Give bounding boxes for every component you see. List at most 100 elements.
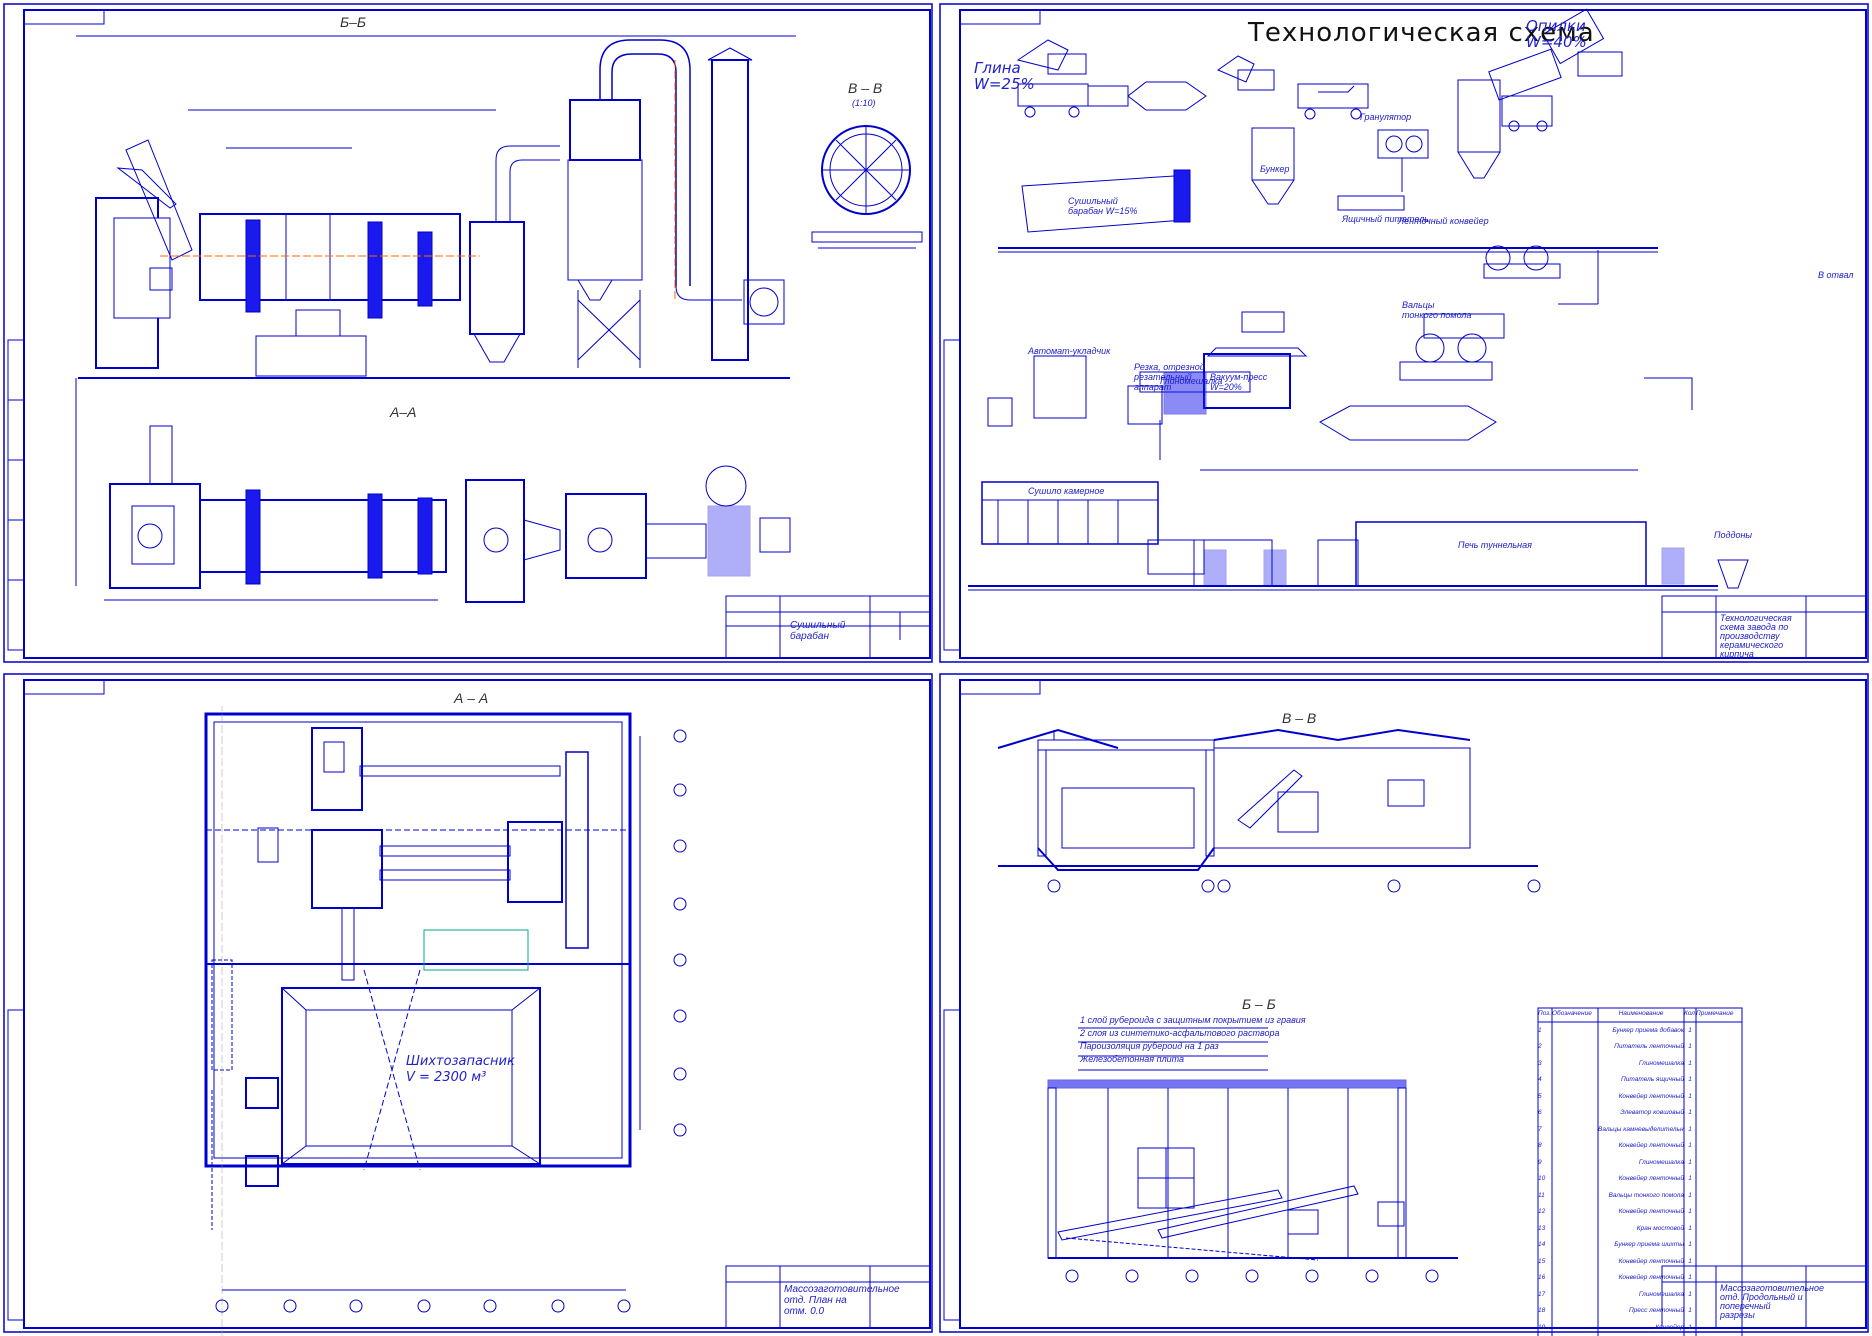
to-warehouse-label: В отвал (1818, 270, 1854, 280)
spec-cell: 1 (1688, 1026, 1692, 1034)
spec-cell: 1 (1688, 1241, 1692, 1249)
sheet-process-flow: Технологическая схема Глина W=25% Опилки… (938, 0, 1872, 666)
section-vv-label: В – В (848, 80, 883, 96)
plan-drawing (3, 673, 933, 1336)
spec-header-cell: Поз. (1538, 1010, 1552, 1017)
kiln-label: Печь туннельная (1458, 540, 1532, 550)
spec-cell: 17 (1538, 1290, 1546, 1298)
spec-header-cell: Кол. (1684, 1010, 1697, 1017)
plan-section-label: А – А (454, 690, 489, 706)
spec-cell: 1 (1688, 1290, 1692, 1298)
clay-label: Глина W=25% (974, 59, 1035, 93)
spec-cell: 15 (1538, 1257, 1546, 1265)
spec-cell: 12 (1538, 1208, 1546, 1216)
spec-cell: 1 (1688, 1257, 1692, 1265)
roof-layer: Пароизоляция рубероид на 1 раз (1080, 1041, 1219, 1051)
box-feeder-label: Ящичный питатель (1342, 214, 1429, 224)
storage-label: Шихтозапасник V = 2300 м³ (406, 1054, 515, 1085)
spec-cell: 1 (1688, 1208, 1692, 1216)
sheet-plan: А – А Шихтозапасник V = 2300 м³ Массозаг… (0, 670, 936, 1336)
cutter-label: Резка, отрезной резательный аппарат (1134, 362, 1205, 392)
spec-row: 10 Конвейер ленточный 1 (1538, 1171, 1742, 1188)
spec-cell: 19 (1538, 1323, 1546, 1331)
process-title: Технологическая схема (1248, 18, 1595, 48)
spec-cell: Вальцы тонкого помола (1608, 1191, 1684, 1199)
spec-cell: 11 (1538, 1191, 1545, 1199)
spec-cell: 4 (1538, 1076, 1542, 1084)
stamp-title-process: Технологическая схема завода по производ… (1720, 613, 1792, 659)
spec-cell: 1 (1538, 1026, 1542, 1034)
bunker-label: Бункер (1260, 164, 1290, 174)
section-bb-title: Б – Б (1242, 996, 1276, 1012)
spec-row: 1 Бункер приема добавок 1 (1538, 1022, 1742, 1039)
spec-row: 15 Конвейер ленточный 1 (1538, 1253, 1742, 1270)
spec-cell: 7 (1538, 1125, 1542, 1133)
belt-conveyor-label: Ленточный конвейер (1398, 216, 1489, 226)
spec-cell: 2 (1538, 1043, 1542, 1051)
spec-cell: 1 (1688, 1274, 1692, 1282)
spec-cell: Бункер приема добавок (1612, 1026, 1684, 1034)
spec-row: 5 Конвейер ленточный 1 (1538, 1088, 1742, 1105)
section-bb-label: Б–Б (340, 14, 367, 30)
spec-cell: Конвейер ленточный (1618, 1257, 1684, 1265)
spec-cell: 1 (1688, 1043, 1692, 1051)
roof-layer: 2 слоя из синтетико-асфальтового раствор… (1080, 1028, 1280, 1038)
spec-cell: Конвейер ленточный (1618, 1142, 1684, 1150)
spec-header: Поз. Обозначение Наименование Кол. Приме… (1538, 1010, 1742, 1022)
spec-cell: 14 (1538, 1241, 1546, 1249)
spec-table: Поз. Обозначение Наименование Кол. Приме… (1538, 1010, 1742, 1336)
spec-cell: 3 (1538, 1059, 1542, 1067)
spec-cell: 8 (1538, 1142, 1542, 1150)
granulator-label: Гранулятор (1360, 112, 1412, 122)
spec-cell: 13 (1538, 1224, 1546, 1232)
spec-cell: 1 (1688, 1175, 1692, 1183)
spec-cell: Кран мостовой (1636, 1224, 1684, 1232)
sections-drawing (939, 673, 1869, 1336)
spec-cell: 1 (1688, 1092, 1692, 1100)
process-flow-drawing (939, 3, 1869, 663)
spec-cell: Конвейер ленточный (1618, 1175, 1684, 1183)
spec-cell: 6 (1538, 1109, 1542, 1117)
spec-header-cell: Примечание (1696, 1010, 1734, 1017)
spec-cell: 1 (1688, 1142, 1692, 1150)
spec-cell: Элеватор ковшовый (1620, 1109, 1684, 1117)
spec-header-cell: Наименование (1618, 1010, 1664, 1017)
spec-cell: Вальцы камневыделительные (1598, 1125, 1684, 1133)
spec-row: 8 Конвейер ленточный 1 (1538, 1138, 1742, 1155)
dryer-chamber-label: Сушило камерное (1028, 486, 1105, 496)
roof-layers: 1 слой рубероида с защитным покрытием из… (1080, 1015, 1306, 1064)
spec-cell: 5 (1538, 1092, 1542, 1100)
spec-cell: 1 (1688, 1323, 1692, 1331)
roof-layer: Железобетонная плита (1080, 1054, 1185, 1064)
pallet-label: Поддоны (1714, 530, 1753, 540)
spec-cell: 1 (1688, 1191, 1692, 1199)
spec-header-cell: Обозначение (1552, 1010, 1592, 1017)
spec-cell: Глиномешалка (1638, 1158, 1684, 1166)
spec-cell: 1 (1688, 1059, 1692, 1067)
spec-cell: 18 (1538, 1307, 1546, 1315)
dryer-label: Сушильный барабан W=15% (1068, 196, 1138, 216)
spec-cell: 1 (1688, 1158, 1692, 1166)
roof-layer: 1 слой рубероида с защитным покрытием из… (1080, 1015, 1306, 1025)
spec-cell: 1 (1688, 1109, 1692, 1117)
spec-cell: Конвейер ленточный (1618, 1092, 1684, 1100)
spec-cell: Бункер приема шихты (1614, 1241, 1684, 1249)
spec-cell: Питатель ленточный (1614, 1043, 1684, 1051)
spec-cell: 10 (1538, 1175, 1546, 1183)
sawdust-label: Опилки W=40% (1526, 17, 1587, 51)
section-aa-label: А–А (390, 404, 417, 420)
dryer-drawing (3, 3, 933, 663)
fine-rolls-label: Вальцы тонкого помола (1402, 300, 1472, 320)
spec-row: 2 Питатель ленточный 1 (1538, 1039, 1742, 1056)
